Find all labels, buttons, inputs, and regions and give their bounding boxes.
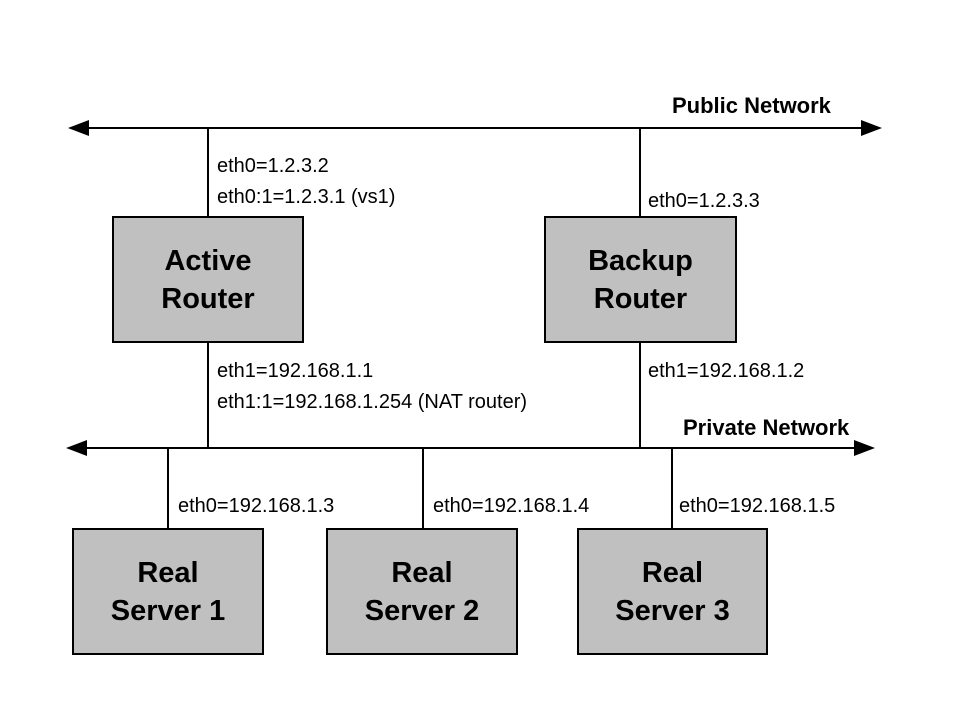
public-network-label: Public Network [672,93,831,118]
active-router-node: Active Router [112,216,304,343]
real-server-1-eth0-label: eth0=192.168.1.3 [178,495,335,517]
real-server-2-node: Real Server 2 [326,528,518,655]
private-network-arrow-right-icon [854,440,875,456]
real-server-3-label-line2: Server 3 [615,594,730,627]
backup-router-public-connector [639,128,641,217]
real-server-2-label-line1: Real [391,556,453,589]
active-router-eth1-1-label: eth1:1=192.168.1.254 (NAT router) [217,391,528,413]
real-server-3-connector [671,448,673,528]
public-network-arrow-left-icon [68,120,89,136]
active-router-public-connector [207,128,209,217]
active-router-private-connector [207,343,209,448]
real-server-1-connector [167,448,169,528]
real-server-2-connector [422,448,424,528]
real-server-3-node: Real Server 3 [577,528,768,655]
active-router-eth0-label: eth0=1.2.3.2 [217,155,329,177]
public-network-arrow-right-icon [861,120,882,136]
public-network-line [84,127,864,129]
active-router-label-line2: Router [161,282,255,315]
active-router-eth0-1-label: eth0:1=1.2.3.1 (vs1) [217,186,396,208]
backup-router-label-line2: Router [593,282,688,315]
backup-router-eth1-label: eth1=192.168.1.2 [648,360,805,382]
real-server-2-label-line2: Server 2 [364,594,480,627]
real-server-3-eth0-label: eth0=192.168.1.5 [679,495,836,517]
real-server-1-node: Real Server 1 [72,528,264,655]
real-server-3-label-line1: Real [641,556,704,589]
real-server-1-label-line1: Real [137,556,199,589]
backup-router-label-line1: Backup [588,244,693,277]
backup-router-private-connector [639,343,641,448]
real-server-1-label-line2: Server 1 [110,594,226,627]
private-network-line [82,447,855,449]
private-network-arrow-left-icon [66,440,87,456]
real-server-2-eth0-label: eth0=192.168.1.4 [433,495,590,517]
backup-router-node: Backup Router [544,216,737,343]
private-network-label: Private Network [683,415,850,440]
backup-router-eth0-label: eth0=1.2.3.3 [648,190,760,212]
active-router-eth1-label: eth1=192.168.1.1 [217,360,374,382]
active-router-label-line1: Active [164,244,252,277]
